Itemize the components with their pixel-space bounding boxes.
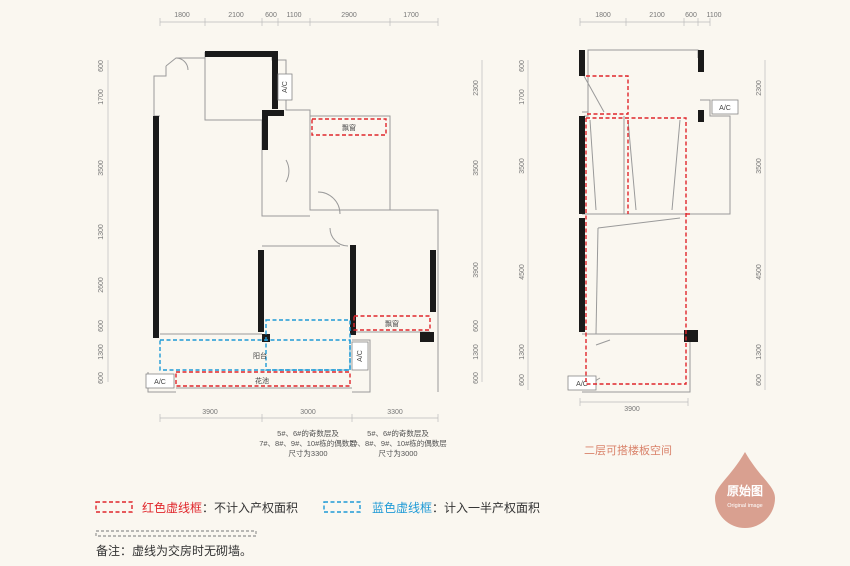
badge-subtitle: Original image (727, 503, 762, 509)
left-dim-7: 1300 (98, 344, 105, 360)
svg-text:5#、6#的奇数层及: 5#、6#的奇数层及 (367, 428, 429, 438)
bay-window-top-label: 飘窗 (342, 123, 356, 132)
legend-red-text: ：不计入产权面积 (202, 501, 298, 515)
plan-1-walls (153, 51, 436, 342)
p2-right-dim-3: 4500 (756, 264, 763, 280)
p2-left-dim-5: 1300 (519, 344, 526, 360)
plan-2-walls (574, 50, 704, 386)
right-dim-3: 3900 (473, 262, 480, 278)
right-dim-1: 2300 (473, 80, 480, 96)
p2-top-dim-4: 1100 (706, 12, 721, 19)
left-dim-5: 2600 (98, 277, 105, 293)
p2-right-dim-2: 3500 (756, 158, 763, 174)
left-dim-6: 600 (98, 320, 105, 332)
right-dim-4: 600 (473, 320, 480, 332)
plan-1: 1800 2100 600 1100 2900 1700 600 1700 35… (98, 12, 483, 458)
bay-window-top-zone (311, 118, 387, 136)
p2-top-dim-3: 600 (685, 12, 697, 19)
p2-left-dim-6: 600 (519, 374, 526, 386)
ac-unit: A/C (145, 373, 175, 389)
ac-unit: A/C (351, 341, 369, 371)
p2-left-dim-1: 600 (519, 60, 526, 72)
p2-top-dim-2: 2100 (649, 12, 665, 19)
p2-left-dim-4: 4500 (519, 264, 526, 280)
svg-text:尺寸为3300: 尺寸为3300 (288, 448, 327, 458)
ac-unit: A/C (567, 375, 597, 391)
right-dim-5: 1300 (473, 344, 480, 360)
bay-window-bottom-label: 飘窗 (385, 319, 399, 328)
plan-2-outline (582, 49, 731, 393)
plan-2-red-zones (585, 75, 692, 385)
legend-blue-text: ：计入一半产权面积 (432, 501, 540, 515)
right-dim-6: 600 (473, 372, 480, 384)
svg-text:A/C: A/C (719, 105, 731, 112)
balcony-label: 阳台 (253, 351, 267, 360)
remark: 备注：虚线为交房时无砌墙。 (96, 543, 252, 558)
svg-text:A/C: A/C (357, 350, 364, 362)
p2-left-dim-3: 3500 (519, 158, 526, 174)
left-dim-4: 1300 (98, 224, 105, 240)
note-3300: 5#、6#的奇数层及 7#、8#、9#、10#栋的偶数层 尺寸为3300 (259, 428, 357, 458)
p2-right-dim-1: 2300 (756, 80, 763, 96)
p2-right-dim-5: 600 (756, 374, 763, 386)
legend-red-swatch (95, 501, 133, 513)
plan-1-outline (147, 51, 439, 393)
left-dim-8: 600 (98, 372, 105, 384)
left-dim-2: 1700 (98, 89, 105, 105)
bay-window-bottom-zone (353, 315, 431, 331)
legend-dashed-wall-swatch (95, 530, 257, 537)
svg-text:A/C: A/C (576, 381, 588, 388)
top-dim-1: 1800 (174, 12, 190, 19)
p2-bottom-dim-1: 3900 (624, 406, 640, 413)
plan-2: 1800 2100 600 1100 600 1700 3500 4500 13… (519, 12, 766, 457)
right-dim-2: 3500 (473, 160, 480, 176)
p2-top-dim-1: 1800 (595, 12, 611, 19)
svg-text:A/C: A/C (282, 81, 289, 93)
plan-2-caption: 二层可搭楼板空间 (584, 443, 672, 457)
legend-red-label: 红色虚线框 (142, 500, 202, 515)
balcony-zone-right (265, 319, 351, 371)
bottom-dim-2: 3000 (300, 409, 316, 416)
top-dim-5: 2900 (341, 12, 357, 19)
svg-text:5#、6#的奇数层及: 5#、6#的奇数层及 (277, 428, 339, 438)
top-dim-2: 2100 (228, 12, 244, 19)
p2-right-dim-4: 1300 (756, 344, 763, 360)
left-dim-1: 600 (98, 60, 105, 72)
original-image-badge: 原始图 Original image (715, 452, 775, 528)
badge-title: 原始图 (727, 483, 763, 498)
ac-unit: A/C (711, 99, 739, 115)
top-dim-6: 1700 (403, 12, 419, 19)
ac-unit: A/C (277, 73, 293, 101)
top-dim-3: 600 (265, 12, 277, 19)
top-dim-4: 1100 (286, 12, 301, 19)
bottom-dim-1: 3900 (202, 409, 218, 416)
bottom-dim-3: 3300 (387, 409, 403, 416)
planter-zone (175, 371, 351, 387)
svg-text:A/C: A/C (154, 379, 166, 386)
svg-text:7#、8#、9#、10#栋的偶数层: 7#、8#、9#、10#栋的偶数层 (259, 438, 357, 448)
note-3000: 5#、6#的奇数层及 7#、8#、9#、10#栋的偶数层 尺寸为3000 (349, 428, 447, 458)
legend-blue-label: 蓝色虚线框 (372, 501, 432, 515)
svg-text:7#、8#、9#、10#栋的偶数层: 7#、8#、9#、10#栋的偶数层 (349, 438, 447, 448)
legend-blue-swatch (323, 501, 361, 513)
planter-label: 花池 (255, 376, 269, 385)
left-dim-3: 3500 (98, 160, 105, 176)
p2-left-dim-2: 1700 (519, 89, 526, 105)
svg-text:尺寸为3000: 尺寸为3000 (378, 448, 417, 458)
legend: 红色虚线框 ：不计入产权面积 蓝色虚线框 ：计入一半产权面积 备注：虚线为交房时… (95, 500, 540, 558)
